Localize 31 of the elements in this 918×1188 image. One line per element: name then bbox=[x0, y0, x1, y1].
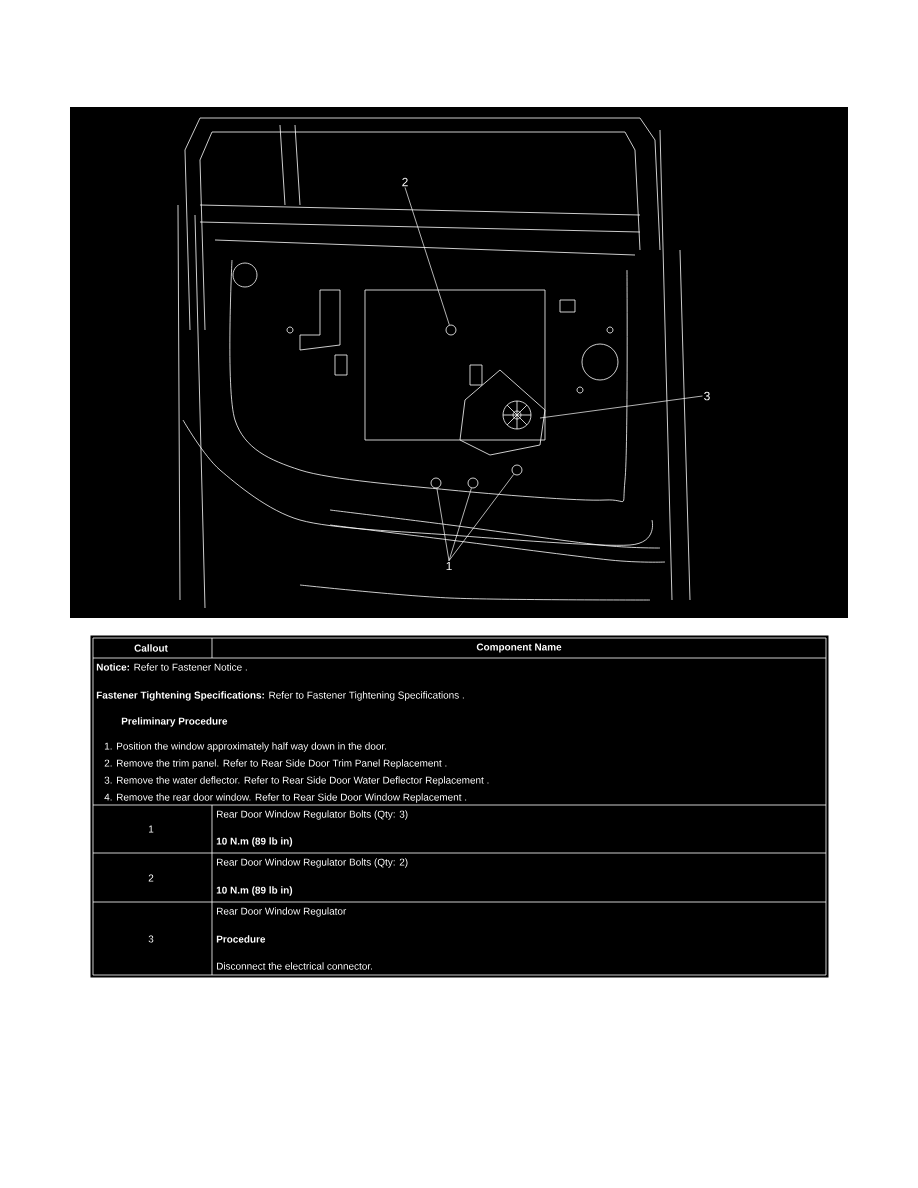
table-cell: Procedure bbox=[216, 935, 266, 943]
bolt bbox=[430, 477, 442, 489]
table-cell: 1 bbox=[149, 825, 154, 833]
table-cell: Disconnect the electrical connector. bbox=[217, 962, 372, 970]
column-header: Callout bbox=[134, 644, 168, 652]
list-item: 4. Remove the rear door window. Refer to Rear Side Door Window Replacement . bbox=[104, 793, 467, 803]
section-heading: Preliminary Procedure bbox=[121, 717, 228, 727]
bolt bbox=[467, 477, 479, 489]
leader-line bbox=[539, 395, 703, 419]
list-item: 2. Remove the trim panel. Refer to Rear Side Door Trim Panel Replacement . bbox=[104, 759, 447, 769]
callout-number: 1 bbox=[444, 560, 454, 572]
specification-text: Fastener Tightening Specifications: Refer to Fastener Tightening Specifications . bbox=[96, 691, 464, 701]
leader-line bbox=[448, 487, 472, 562]
table-cell: 3 bbox=[148, 935, 154, 943]
table-cell: 10 N.m (89 lb in) bbox=[216, 837, 293, 847]
table-cell: 10 N.m (89 lb in) bbox=[216, 886, 293, 896]
table-cell: Rear Door Window Regulator Bolts (Qty: 3) bbox=[217, 810, 408, 820]
notice-text: Notice: Refer to Fastener Notice . bbox=[96, 663, 247, 671]
callout-number: 3 bbox=[702, 390, 712, 402]
leader-line bbox=[448, 473, 515, 562]
table-cell: Rear Door Window Regulator bbox=[217, 907, 347, 917]
table-cell: Rear Door Window Regulator Bolts (Qty: 2) bbox=[217, 858, 408, 868]
table-cell: 2 bbox=[148, 874, 154, 882]
bolt bbox=[445, 324, 457, 336]
leader-line bbox=[436, 488, 450, 562]
list-item: 3. Remove the water deflector. Refer to Rear Side Door Water Deflector Replacement . bbox=[104, 776, 489, 786]
bolt bbox=[511, 464, 523, 476]
column-header: Component Name bbox=[476, 643, 562, 653]
callout-number: 2 bbox=[400, 176, 410, 188]
leader-line bbox=[404, 187, 450, 326]
list-item: 1. Position the window approximately half way down in the door. bbox=[104, 742, 387, 752]
